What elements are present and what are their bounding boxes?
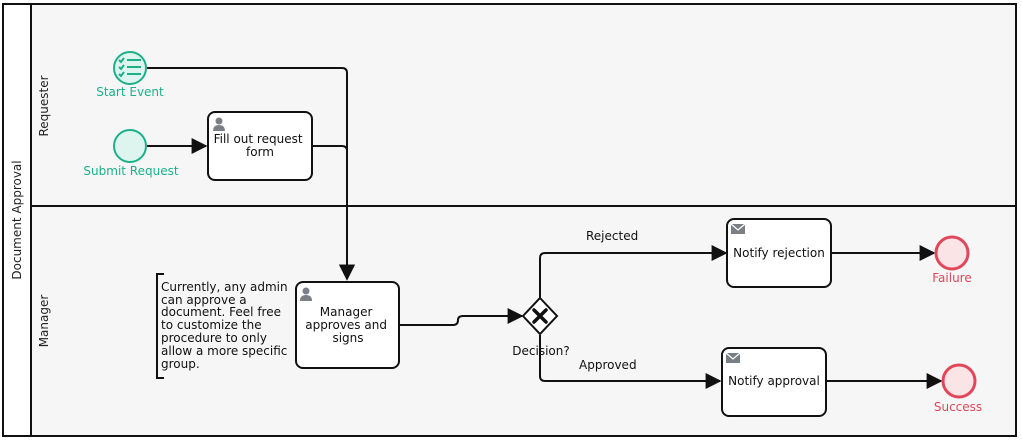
flow-label-rejected: Rejected [586,229,638,243]
flow-gateway-rejected[interactable] [539,245,728,298]
task-notify-rejection[interactable]: Notify rejection [726,218,832,288]
envelope-icon [730,223,746,234]
task-manager-line-3: signs [332,331,363,345]
svg-text:Fill out request form: Fill out request form [214,132,307,159]
svg-text:Manager approves and: Manager approves and signs [305,305,391,345]
lane-label-manager: Manager [37,295,51,348]
checklist-icon [118,57,141,78]
text-annotation[interactable]: Currently, any admin can approve a docum… [156,273,291,379]
task-notify-rejection-label: Notify rejection [733,246,825,260]
annotation-line-2: can approve a [161,293,247,307]
envelope-icon [725,352,741,363]
submit-request-event[interactable] [113,129,147,163]
task-notify-approval-label: Notify approval [728,374,820,388]
user-icon [213,117,225,131]
task-fill-line-2: form [246,145,274,159]
success-label: Success [934,400,982,414]
svg-text:Currently, any admin can: Currently, any admin can approve a docum… [161,280,291,371]
flow-gateway-approved[interactable] [539,335,722,389]
start-event[interactable] [113,51,147,85]
flow-manager-to-gateway[interactable] [400,308,524,326]
gateway-label: Decision? [512,344,569,358]
annotation-line-6: allow a more specific [161,344,287,358]
success-end-event[interactable] [941,363,977,399]
pool-label: Document Approval [10,160,24,279]
user-icon [300,287,312,301]
annotation-line-5: procedure to only [161,331,267,345]
decision-gateway[interactable] [521,296,559,336]
failure-label: Failure [932,271,971,285]
annotation-line-1: Currently, any admin [161,280,288,294]
exclusive-gateway-icon [532,308,548,324]
task-fill-line-1: Fill out request [214,132,303,146]
annotation-line-4: to customize the [161,318,262,332]
lane-label-requester: Requester [37,75,51,136]
lane-requester[interactable]: Requester [32,5,1015,206]
annotation-line-7: group. [161,357,200,371]
flow-start-to-manager[interactable] [147,67,355,281]
annotation-line-3: document. Feel free [161,305,281,319]
start-event-label: Start Event [96,85,164,99]
task-fill-request-form[interactable]: Fill out request form [207,111,313,181]
submit-request-label: Submit Request [83,164,178,178]
task-manager-approves[interactable]: Manager approves and signs [295,281,400,369]
task-manager-line-1: Manager [320,305,373,319]
flow-fill-to-manager[interactable] [313,145,355,281]
flow-label-approved: Approved [579,358,637,372]
failure-end-event[interactable] [934,235,970,271]
task-notify-approval[interactable]: Notify approval [721,347,827,417]
task-manager-line-2: approves and [305,318,387,332]
